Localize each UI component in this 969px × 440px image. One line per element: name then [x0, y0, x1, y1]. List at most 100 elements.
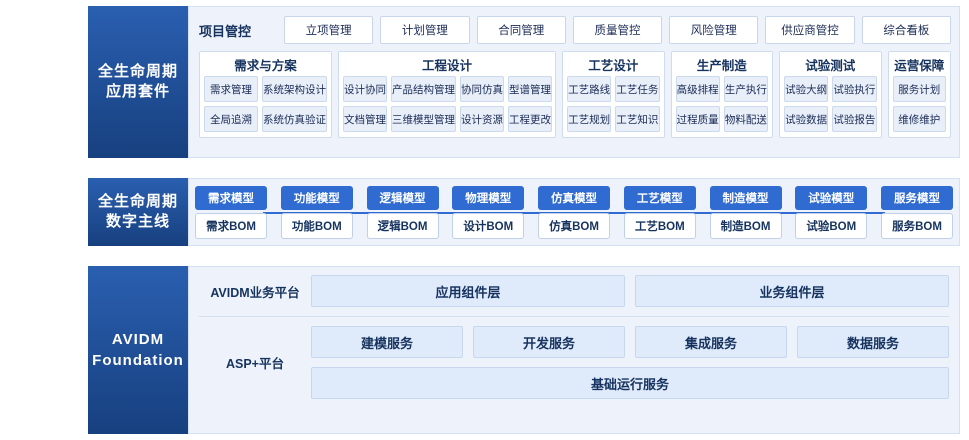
suite-cell[interactable]: 文档管理 — [343, 106, 387, 132]
column-title: 工艺设计 — [563, 52, 664, 76]
suite-cell[interactable]: 试验数据 — [784, 106, 829, 132]
project-control-chip[interactable]: 合同管理 — [476, 16, 566, 44]
cell-row: 试验大纲 试验执行 — [784, 76, 877, 102]
section-label-line2: 数字主线 — [105, 213, 170, 230]
service-modeling[interactable]: 建模服务 — [311, 326, 463, 358]
thread-node-bom[interactable]: 设计BOM — [452, 212, 525, 239]
thread-node-model[interactable]: 制造模型 — [709, 185, 782, 210]
thread-node-model[interactable]: 需求模型 — [195, 185, 267, 210]
thread-node[interactable]: 物理模型 设计BOM — [452, 185, 525, 239]
suite-column-testing: 试验测试 试验大纲 试验执行 试验数据 试验报告 — [779, 51, 882, 138]
business-layer-application[interactable]: 应用组件层 — [311, 275, 625, 307]
section-label-line1: 全生命周期 — [97, 63, 178, 80]
suite-cell[interactable]: 三维模型管理 — [391, 106, 456, 132]
project-control-chip[interactable]: 计划管理 — [380, 16, 470, 44]
suite-cell[interactable]: 试验大纲 — [784, 76, 829, 102]
cell-row: 试验数据 试验报告 — [784, 106, 877, 132]
suite-cell[interactable]: 试验执行 — [832, 76, 877, 102]
suite-cell[interactable]: 维修维护 — [892, 106, 946, 132]
suite-cell[interactable]: 工艺路线 — [567, 76, 612, 102]
project-control-chip[interactable]: 质量管控 — [572, 16, 663, 44]
cell-row: 过程质量 物料配送 — [675, 106, 769, 132]
suite-cell[interactable]: 协同仿真 — [460, 76, 504, 102]
thread-node[interactable]: 功能模型 功能BOM — [280, 185, 353, 239]
thread-node-model[interactable]: 服务模型 — [881, 185, 953, 210]
suite-cell[interactable]: 工艺任务 — [615, 76, 660, 102]
thread-node-bom[interactable]: 工艺BOM — [623, 212, 696, 239]
suite-cell[interactable]: 物料配送 — [723, 106, 769, 132]
thread-node-bom[interactable]: 逻辑BOM — [366, 212, 439, 239]
column-body: 试验大纲 试验执行 试验数据 试验报告 — [780, 76, 881, 137]
project-control-row: 项目管控 立项管理 计划管理 合同管理 质量管控 风险管理 供应商管控 综合看板 — [189, 7, 959, 47]
suite-cell[interactable]: 生产执行 — [723, 76, 769, 102]
section-divider — [199, 316, 949, 317]
thread-node-bom[interactable]: 仿真BOM — [538, 212, 610, 239]
suite-cell[interactable]: 工艺知识 — [615, 106, 660, 132]
thread-node-bom[interactable]: 功能BOM — [280, 212, 353, 239]
column-body: 设计协同 产品结构管理 协同仿真 型谱管理 文档管理 三维模型管理 设计资源 工… — [339, 76, 555, 137]
suite-cell[interactable]: 高级排程 — [675, 76, 720, 102]
thread-node-model[interactable]: 工艺模型 — [623, 185, 696, 210]
thread-node-chain: 需求模型 需求BOM 功能模型 功能BOM 逻辑模型 逻辑BOM 物理模型 设计… — [195, 185, 953, 239]
project-control-chip[interactable]: 供应商管控 — [765, 16, 855, 44]
project-control-chip[interactable]: 风险管理 — [669, 16, 759, 44]
suite-cell[interactable]: 服务计划 — [892, 76, 946, 102]
service-development[interactable]: 开发服务 — [473, 326, 625, 358]
thread-node[interactable]: 仿真模型 仿真BOM — [538, 185, 610, 239]
suite-cell[interactable]: 过程质量 — [675, 106, 720, 132]
suite-column-requirements: 需求与方案 需求管理 系统架构设计 全局追溯 系统仿真验证 — [199, 51, 332, 138]
column-body: 服务计划 维修维护 — [889, 76, 950, 137]
asp-services-group: 建模服务 开发服务 集成服务 数据服务 — [311, 326, 949, 358]
thread-node[interactable]: 需求模型 需求BOM — [195, 185, 267, 239]
column-title: 运营保障 — [888, 52, 950, 76]
business-layer-group: 应用组件层 业务组件层 — [311, 275, 949, 307]
thread-node-bom[interactable]: 需求BOM — [195, 212, 267, 239]
thread-node-model[interactable]: 功能模型 — [280, 185, 353, 210]
thread-node-bom[interactable]: 制造BOM — [709, 212, 782, 239]
suite-cell[interactable]: 工程更改 — [508, 106, 552, 132]
suite-cell[interactable]: 设计资源 — [460, 106, 504, 132]
suite-cell[interactable]: 系统架构设计 — [262, 76, 327, 102]
project-control-chip[interactable]: 综合看板 — [861, 16, 951, 44]
lifecycle-suite-body: 项目管控 立项管理 计划管理 合同管理 质量管控 风险管理 供应商管控 综合看板… — [188, 6, 960, 158]
cell-row: 高级排程 生产执行 — [675, 76, 769, 102]
suite-cell[interactable]: 全局追溯 — [204, 106, 258, 132]
suite-column-operations: 运营保障 服务计划 维修维护 — [887, 51, 951, 138]
suite-cell[interactable]: 系统仿真验证 — [262, 106, 327, 132]
cell-row: 全局追溯 系统仿真验证 — [204, 106, 327, 132]
avidm-foundation-body: AVIDM业务平台 应用组件层 业务组件层 ASP+平台 建模服务 开发服务 集… — [188, 266, 960, 434]
business-layer-business[interactable]: 业务组件层 — [635, 275, 949, 307]
project-control-chip[interactable]: 立项管理 — [284, 16, 374, 44]
thread-node-model[interactable]: 试验模型 — [795, 185, 868, 210]
thread-node[interactable]: 制造模型 制造BOM — [709, 185, 782, 239]
suite-cell[interactable]: 需求管理 — [204, 76, 258, 102]
thread-node-model[interactable]: 仿真模型 — [538, 185, 610, 210]
suite-columns: 需求与方案 需求管理 系统架构设计 全局追溯 系统仿真验证 工程 — [189, 47, 959, 146]
cell-row: 设计协同 产品结构管理 协同仿真 型谱管理 — [343, 76, 552, 102]
suite-cell[interactable]: 工艺规划 — [567, 106, 612, 132]
cell-row: 服务计划 — [892, 76, 946, 102]
thread-node[interactable]: 试验模型 试验BOM — [795, 185, 868, 239]
suite-cell[interactable]: 产品结构管理 — [391, 76, 456, 102]
service-integration[interactable]: 集成服务 — [635, 326, 787, 358]
thread-node[interactable]: 逻辑模型 逻辑BOM — [366, 185, 439, 239]
section-label-line1: AVIDM — [111, 331, 165, 348]
thread-node-model[interactable]: 物理模型 — [452, 185, 525, 210]
thread-node[interactable]: 工艺模型 工艺BOM — [623, 185, 696, 239]
suite-cell[interactable]: 设计协同 — [343, 76, 387, 102]
service-data[interactable]: 数据服务 — [797, 326, 949, 358]
thread-node-model[interactable]: 逻辑模型 — [366, 185, 439, 210]
suite-column-engineering-design: 工程设计 设计协同 产品结构管理 协同仿真 型谱管理 文档管理 三维模型管理 设… — [338, 51, 556, 138]
section-avidm-foundation: AVIDM Foundation AVIDM业务平台 应用组件层 业务组件层 A… — [88, 266, 960, 434]
section-label-lifecycle-suite: 全生命周期 应用套件 — [88, 6, 188, 158]
suite-cell[interactable]: 试验报告 — [832, 106, 877, 132]
suite-cell[interactable]: 型谱管理 — [508, 76, 552, 102]
runtime-service-bar[interactable]: 基础运行服务 — [311, 367, 949, 399]
project-control-title: 项目管控 — [199, 23, 252, 39]
thread-node-bom[interactable]: 服务BOM — [881, 212, 953, 239]
thread-node[interactable]: 服务模型 服务BOM — [881, 185, 953, 239]
digital-thread-body: 需求模型 需求BOM 功能模型 功能BOM 逻辑模型 逻辑BOM 物理模型 设计… — [188, 178, 960, 246]
thread-node-bom[interactable]: 试验BOM — [795, 212, 868, 239]
suite-column-manufacturing: 生产制造 高级排程 生产执行 过程质量 物料配送 — [670, 51, 774, 138]
column-title: 生产制造 — [671, 52, 773, 76]
